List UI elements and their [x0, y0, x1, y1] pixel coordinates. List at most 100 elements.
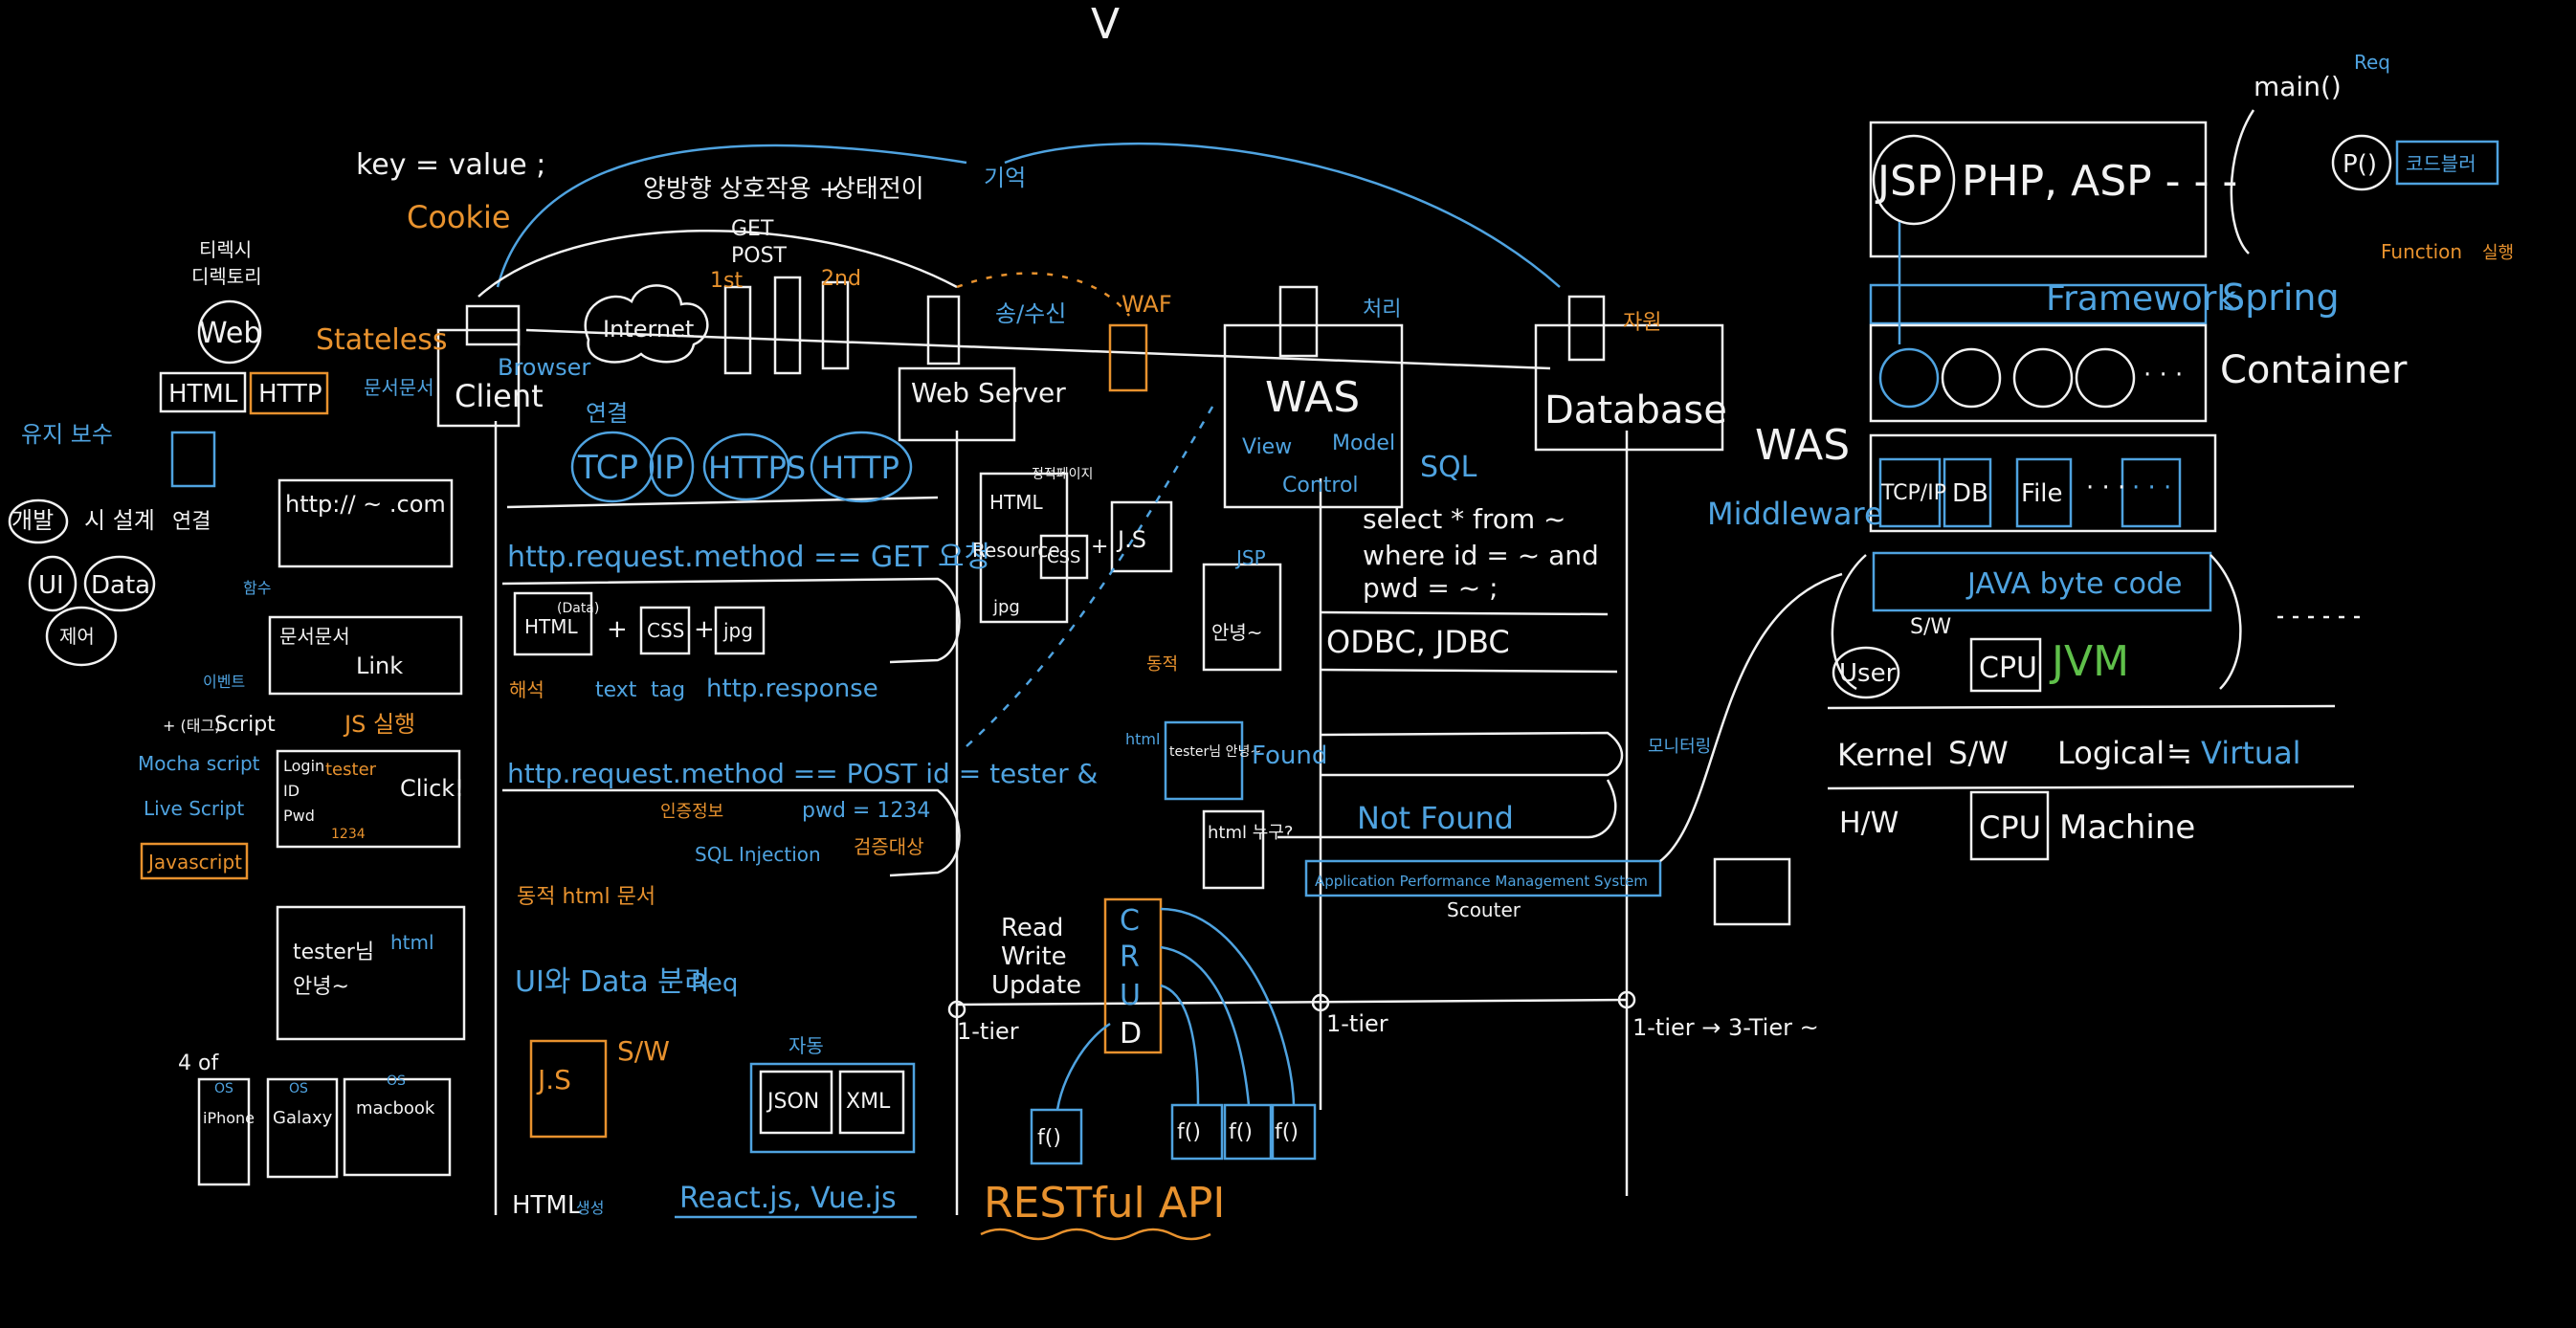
- async-text: 자동: [788, 1034, 824, 1057]
- galaxy-text: Galaxy: [273, 1108, 333, 1128]
- browser-link-text: Link: [356, 653, 403, 679]
- odbc-line-bottom: [1320, 668, 1618, 674]
- f-text-2: f(): [1177, 1120, 1201, 1144]
- css-text: CSS: [647, 619, 684, 642]
- parse-text: 해석: [509, 678, 544, 701]
- result-tag-text: html: [390, 931, 434, 954]
- client-box: [436, 328, 521, 428]
- dev-text: 개발: [11, 507, 54, 534]
- json-box: [759, 1070, 833, 1135]
- arc-client-to-webserver: [477, 230, 958, 298]
- pwd-label: Pwd: [283, 807, 315, 825]
- database-text: Database: [1544, 388, 1727, 432]
- html-who-box: [1202, 809, 1265, 890]
- middleware-text: Middleware: [1707, 496, 1883, 532]
- data-text: Data: [91, 571, 150, 600]
- framework-text: Framework: [2046, 279, 2236, 319]
- response-back-1: [506, 496, 939, 509]
- browser-url-box: [278, 478, 454, 568]
- box-second: [773, 276, 802, 375]
- first-text: 1st: [710, 269, 743, 293]
- webserver-text: Web Server: [911, 377, 1066, 409]
- container-bean-4: [2075, 347, 2136, 409]
- data-tag-text: (Data): [557, 601, 599, 616]
- html-res-text: HTML: [989, 491, 1044, 514]
- memory-text: 기억: [984, 165, 1026, 191]
- bytecode-text: JAVA byte code: [1965, 567, 2183, 601]
- mocha-text: Mocha script: [138, 752, 260, 775]
- html-badge: 생성: [576, 1199, 604, 1217]
- f-text-1: f(): [1037, 1126, 1061, 1150]
- js-res-text: J.S: [1116, 526, 1146, 553]
- react-text: React.js, Vue.js: [679, 1182, 897, 1215]
- virtual-text: Virtual: [2201, 735, 2301, 771]
- web-text: Web: [199, 317, 261, 350]
- get-loop: [501, 577, 961, 664]
- query-1: select * from ~: [1363, 503, 1566, 535]
- db-mw-box: [1943, 457, 1992, 528]
- design-text: 시 설계: [84, 507, 155, 534]
- found-text: Found: [1252, 741, 1327, 770]
- apm-box: [1304, 859, 1662, 897]
- internet-text: Internet: [603, 316, 694, 343]
- user-text: User: [1839, 659, 1897, 688]
- device-galaxy: [266, 1077, 339, 1179]
- webserver-icon: [926, 295, 961, 365]
- framework-box: [1869, 283, 2208, 325]
- json-text: JSON: [766, 1090, 819, 1114]
- jsp-text: JSP: [1234, 546, 1266, 569]
- webserver-box: [898, 366, 1016, 442]
- js-box: [529, 1039, 608, 1139]
- notfound-loop: [1277, 779, 1617, 839]
- tier-line: [956, 998, 1628, 1007]
- waf-box: [1108, 323, 1148, 392]
- scouter-text: Scouter: [1447, 898, 1521, 921]
- function-text: Function: [2381, 240, 2462, 263]
- approx-text: ≒: [2166, 735, 2192, 771]
- arc-webserver-to-waf: [956, 272, 1130, 317]
- id-label: ID: [283, 782, 300, 800]
- post-loop: [502, 788, 961, 877]
- sw-text: S/W: [617, 1035, 670, 1067]
- dots-1: · · ·: [2086, 474, 2125, 502]
- post-request-text: http.request.method == POST id = tester …: [507, 758, 1098, 789]
- query-2: where id = ~ and: [1363, 540, 1599, 571]
- response-text: http.response: [706, 675, 878, 703]
- click-text: Click!: [400, 775, 464, 802]
- plus-2: +: [694, 615, 715, 644]
- internet-cloud: [584, 284, 709, 364]
- device-macbook: [343, 1077, 452, 1177]
- was-text: WAS: [1265, 373, 1360, 422]
- tester-html-text: tester님 안녕~: [1169, 744, 1261, 760]
- container-bean-2: [1941, 347, 2002, 409]
- macbook-text: macbook: [356, 1098, 435, 1118]
- arc-client-to-memory: [496, 144, 967, 288]
- web-circle: [197, 299, 262, 365]
- dir-top-text: 티렉시: [199, 238, 252, 261]
- html-data-text: HTML: [524, 615, 579, 638]
- browser-login-box: [276, 749, 461, 849]
- http-proto-text: HTTP: [821, 450, 899, 486]
- html-element-box: [513, 591, 593, 656]
- interaction-text: 양방향 상호작용 +: [643, 175, 840, 204]
- logical-text: Logical: [2057, 735, 2165, 771]
- crud-c: C: [1120, 904, 1140, 938]
- jsp-doc: [1202, 563, 1282, 672]
- phone-text: iPhone: [203, 1109, 255, 1127]
- html-who-text: html 누구?: [1208, 823, 1293, 843]
- tcpip-box: [1878, 457, 1942, 528]
- second-text: 2nd: [821, 267, 861, 291]
- pwd-text: pwd = 1234: [802, 799, 930, 823]
- verify-text: 검증대상: [854, 835, 924, 858]
- maint-text: 유지 보수: [21, 421, 113, 448]
- counter-text: 4 of: [178, 1051, 219, 1075]
- network-line: [525, 328, 1551, 370]
- read-text: Read: [1001, 914, 1063, 942]
- file-box: [2015, 457, 2073, 528]
- resource-box: [979, 472, 1069, 624]
- found-loop: [1320, 731, 1624, 777]
- p-circle: [2331, 134, 2392, 191]
- result-bottom-text: 안녕~: [293, 975, 349, 999]
- proto-link-text: 연결: [586, 400, 628, 427]
